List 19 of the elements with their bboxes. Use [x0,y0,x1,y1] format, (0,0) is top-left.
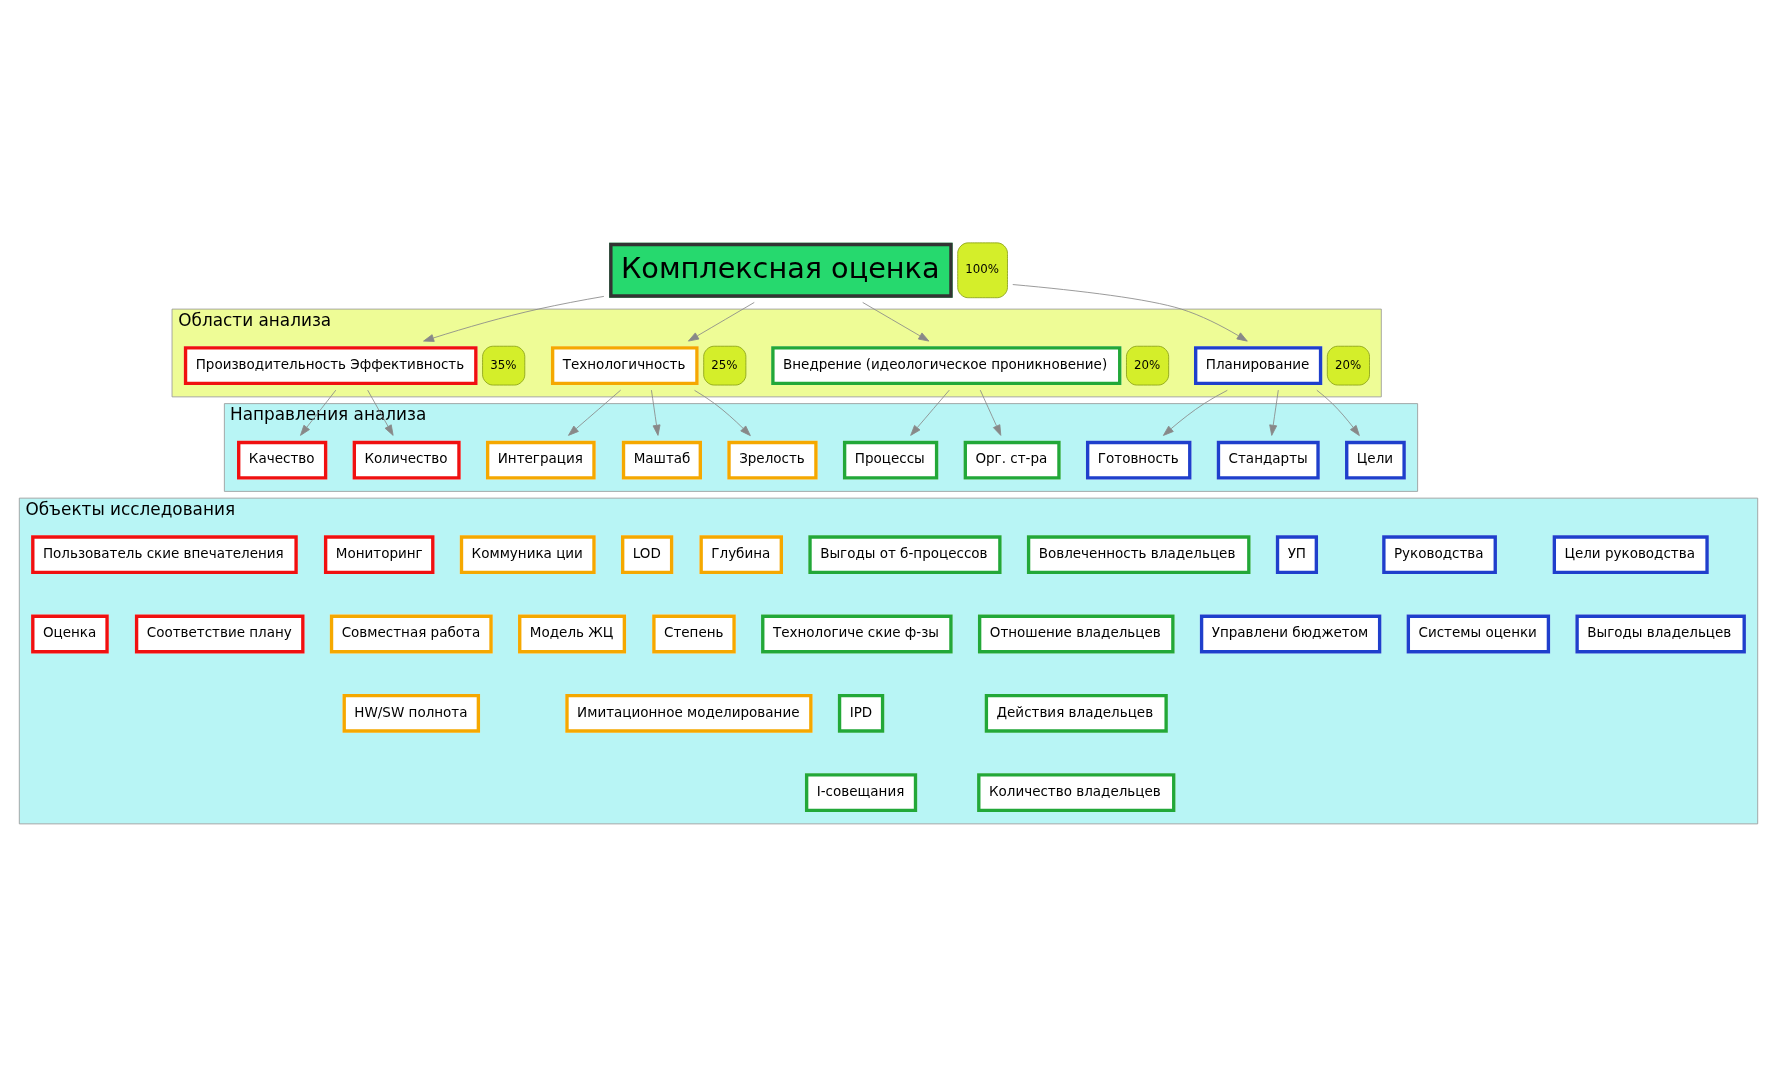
arrow [367,389,394,436]
arrow [1269,389,1279,436]
node-label: 25% [711,357,738,372]
node-label: 35% [490,357,517,372]
arrow [862,302,930,342]
arrow [694,389,751,437]
arrow [687,302,755,342]
arrow [1316,389,1360,437]
arrow [651,389,661,436]
node-label: 20% [1134,357,1161,372]
node-label: 100% [965,262,1000,277]
arrow [979,389,1002,436]
arrow [300,389,337,436]
arrow [568,389,622,436]
arrow [1012,284,1248,342]
arrow [1162,389,1228,436]
arrow [423,295,605,342]
node-label: 20% [1334,357,1362,372]
arrow [910,389,950,436]
